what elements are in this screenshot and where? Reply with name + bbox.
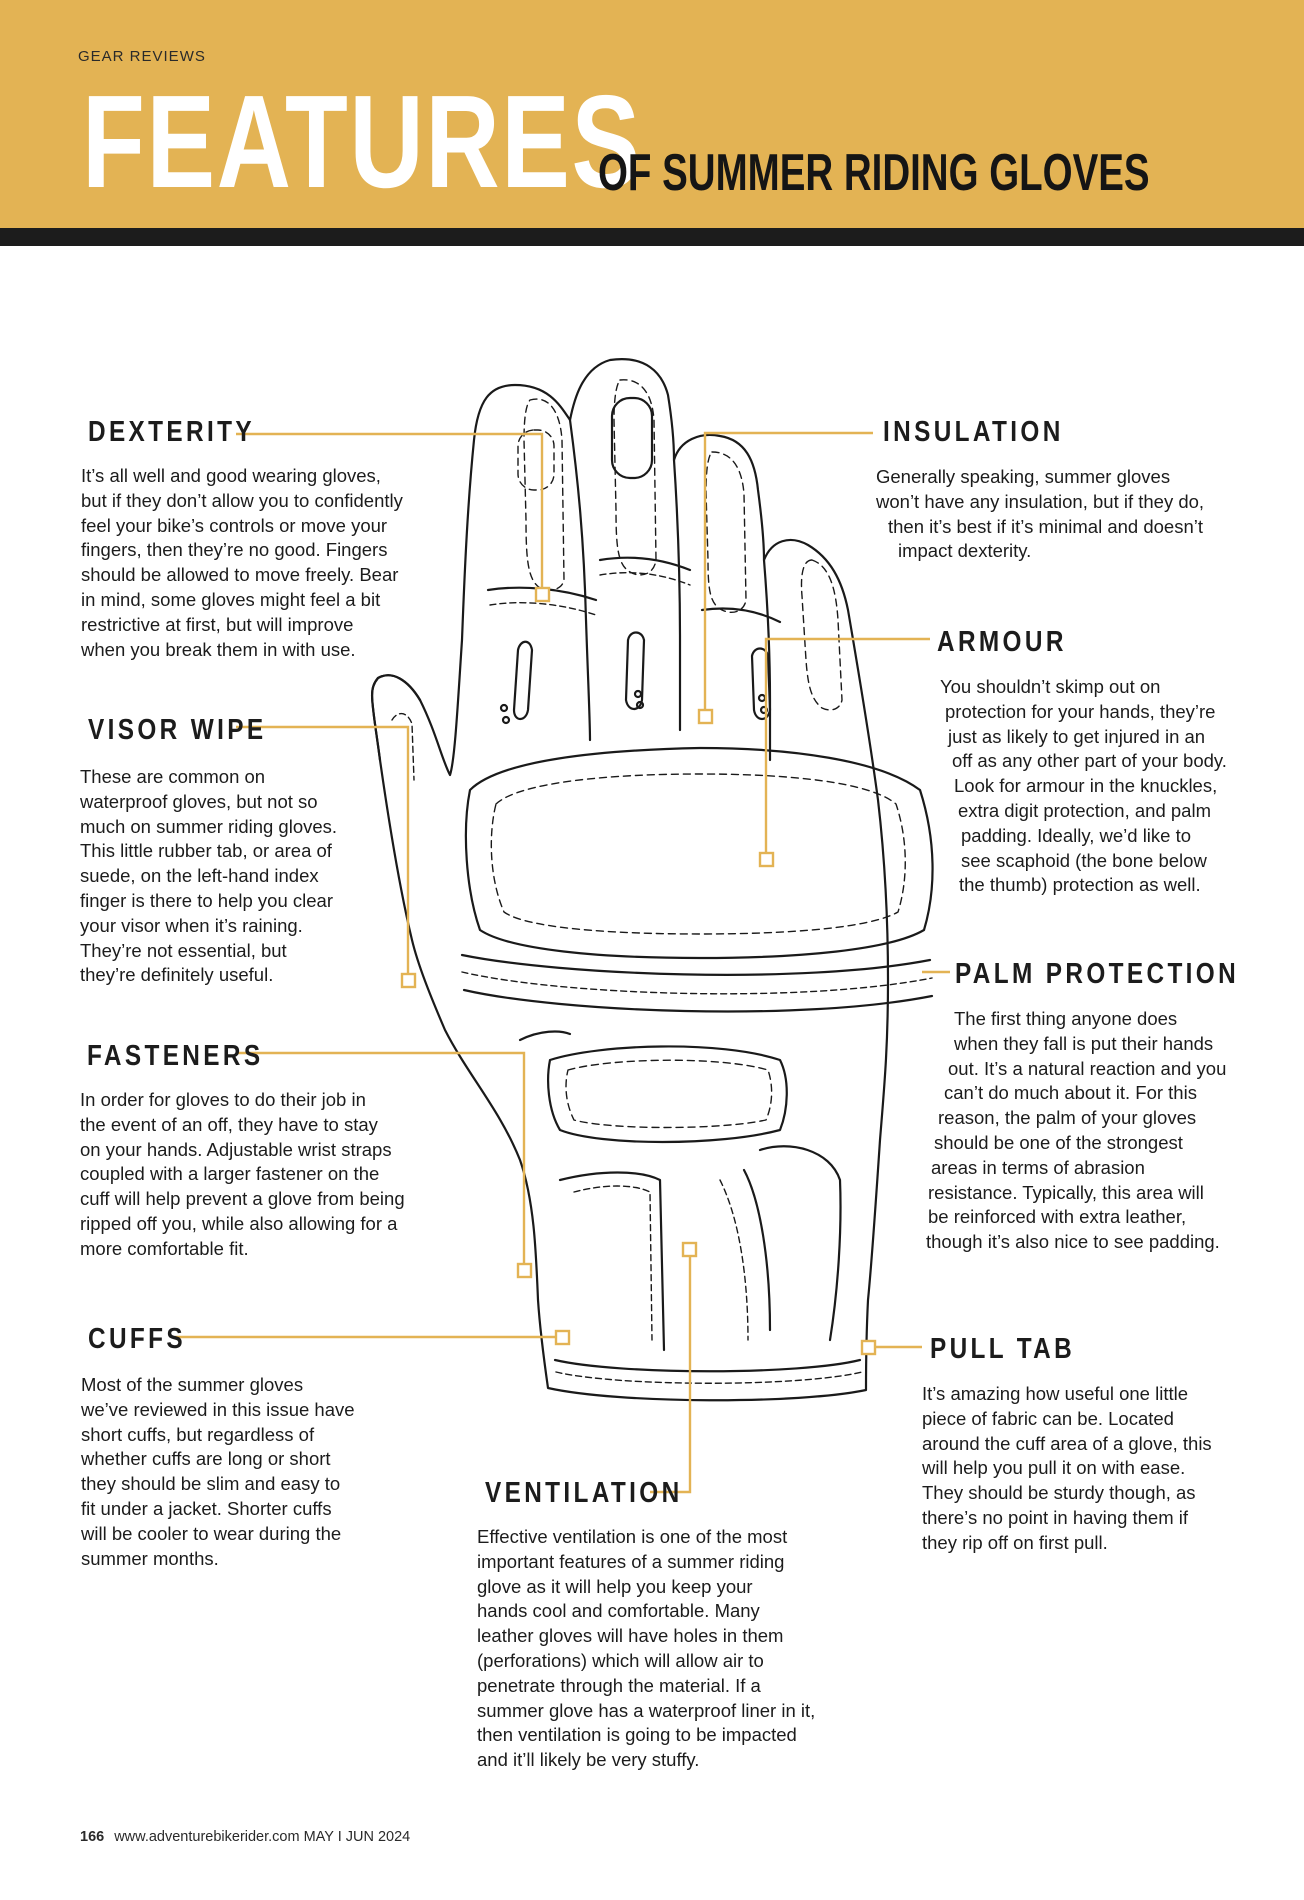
fasteners-heading: FASTENERS — [87, 1040, 264, 1072]
page-subtitle: OF SUMMER RIDING GLOVES — [598, 144, 1150, 202]
dexterity-heading: DEXTERITY — [88, 416, 255, 448]
header-banner — [0, 0, 1304, 228]
glove-outline — [370, 358, 890, 1402]
cuffs-heading: CUFFS — [88, 1323, 187, 1355]
pull-tab-text: It’s amazing how useful one little piece… — [922, 1383, 1212, 1553]
header-divider — [0, 228, 1304, 246]
armour-text: You shouldn’t skimp out on protection fo… — [940, 676, 1227, 896]
cuffs-text: Most of the summer gloves we’ve reviewed… — [81, 1374, 355, 1569]
insulation-text: Generally speaking, summer gloves won’t … — [876, 466, 1205, 562]
ventilation-text: Effective ventilation is one of the most… — [477, 1526, 816, 1771]
page-footer: 166 www.adventurebikerider.com MAY I JUN … — [80, 1829, 410, 1845]
armour-heading: ARMOUR — [937, 626, 1067, 658]
footer-url[interactable]: www.adventurebikerider.com MAY I JUN 202… — [114, 1829, 411, 1845]
palm-protection-text: The first thing anyone does when they fa… — [926, 1008, 1227, 1253]
pull-tab-heading: PULL TAB — [930, 1333, 1076, 1365]
fasteners-text: In order for gloves to do their job in t… — [80, 1089, 405, 1259]
insulation-heading: INSULATION — [883, 416, 1064, 448]
ventilation-heading: VENTILATION — [485, 1477, 683, 1509]
dexterity-text: It’s all well and good wearing gloves, b… — [81, 465, 403, 660]
glove-illustration — [175, 358, 950, 1494]
page-number: 166 — [80, 1829, 105, 1845]
page-title: FEATURES — [82, 68, 642, 215]
visor-wipe-heading: VISOR WIPE — [88, 714, 267, 746]
palm-protection-heading: PALM PROTECTION — [955, 958, 1240, 990]
visor-wipe-text: These are common on waterproof gloves, b… — [80, 766, 338, 986]
section-label: GEAR REVIEWS — [78, 48, 206, 65]
